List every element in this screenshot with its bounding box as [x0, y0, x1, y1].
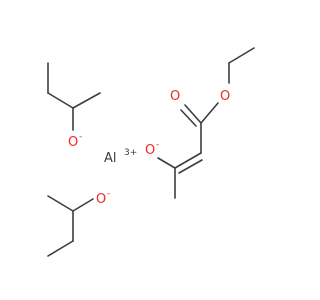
- aluminum-ion: Al 3+: [104, 148, 137, 166]
- aluminum-charge: 3+: [124, 148, 137, 158]
- ethyl-acetoacetate-enolate: O - O O: [145, 47, 255, 199]
- bottom-oxygen-label: O: [96, 192, 106, 207]
- ester-oxygen-label: O: [220, 89, 230, 104]
- bond-enol-double-1: [174, 152, 202, 169]
- butoxide-bottom: O -: [47, 189, 110, 257]
- bond-carbonyl-to-ester-oxygen: [200, 102, 219, 124]
- bond-carbonyl-double-1: [184, 104, 202, 124]
- bond-bottom-oxygen-c3: [72, 198, 94, 212]
- bottom-oxygen-charge: -: [107, 189, 110, 199]
- butoxide-top: O -: [47, 62, 101, 150]
- bond-ethyl-ch2-ch3: [228, 47, 255, 64]
- enolate-oxygen-charge: -: [156, 140, 159, 150]
- carbonyl-oxygen-label: O: [170, 89, 180, 104]
- bond-bottom-c2-c1: [47, 240, 74, 257]
- aluminum-label: Al: [104, 151, 117, 166]
- bond-enolate-oxygen-carbon: [157, 157, 176, 169]
- chemical-structure: O - Al 3+ O - O O O -: [47, 47, 255, 257]
- bond-top-c2-c3: [47, 92, 74, 109]
- bond-top-c3-methyl: [72, 92, 101, 109]
- bond-carbonyl-double-2: [180, 109, 197, 127]
- top-oxygen-charge: -: [79, 132, 82, 142]
- bond-enol-double-2: [178, 159, 203, 174]
- top-oxygen-label: O: [68, 135, 78, 150]
- enolate-oxygen-label: O: [145, 143, 155, 158]
- bond-bottom-c3-methyl: [47, 195, 74, 212]
